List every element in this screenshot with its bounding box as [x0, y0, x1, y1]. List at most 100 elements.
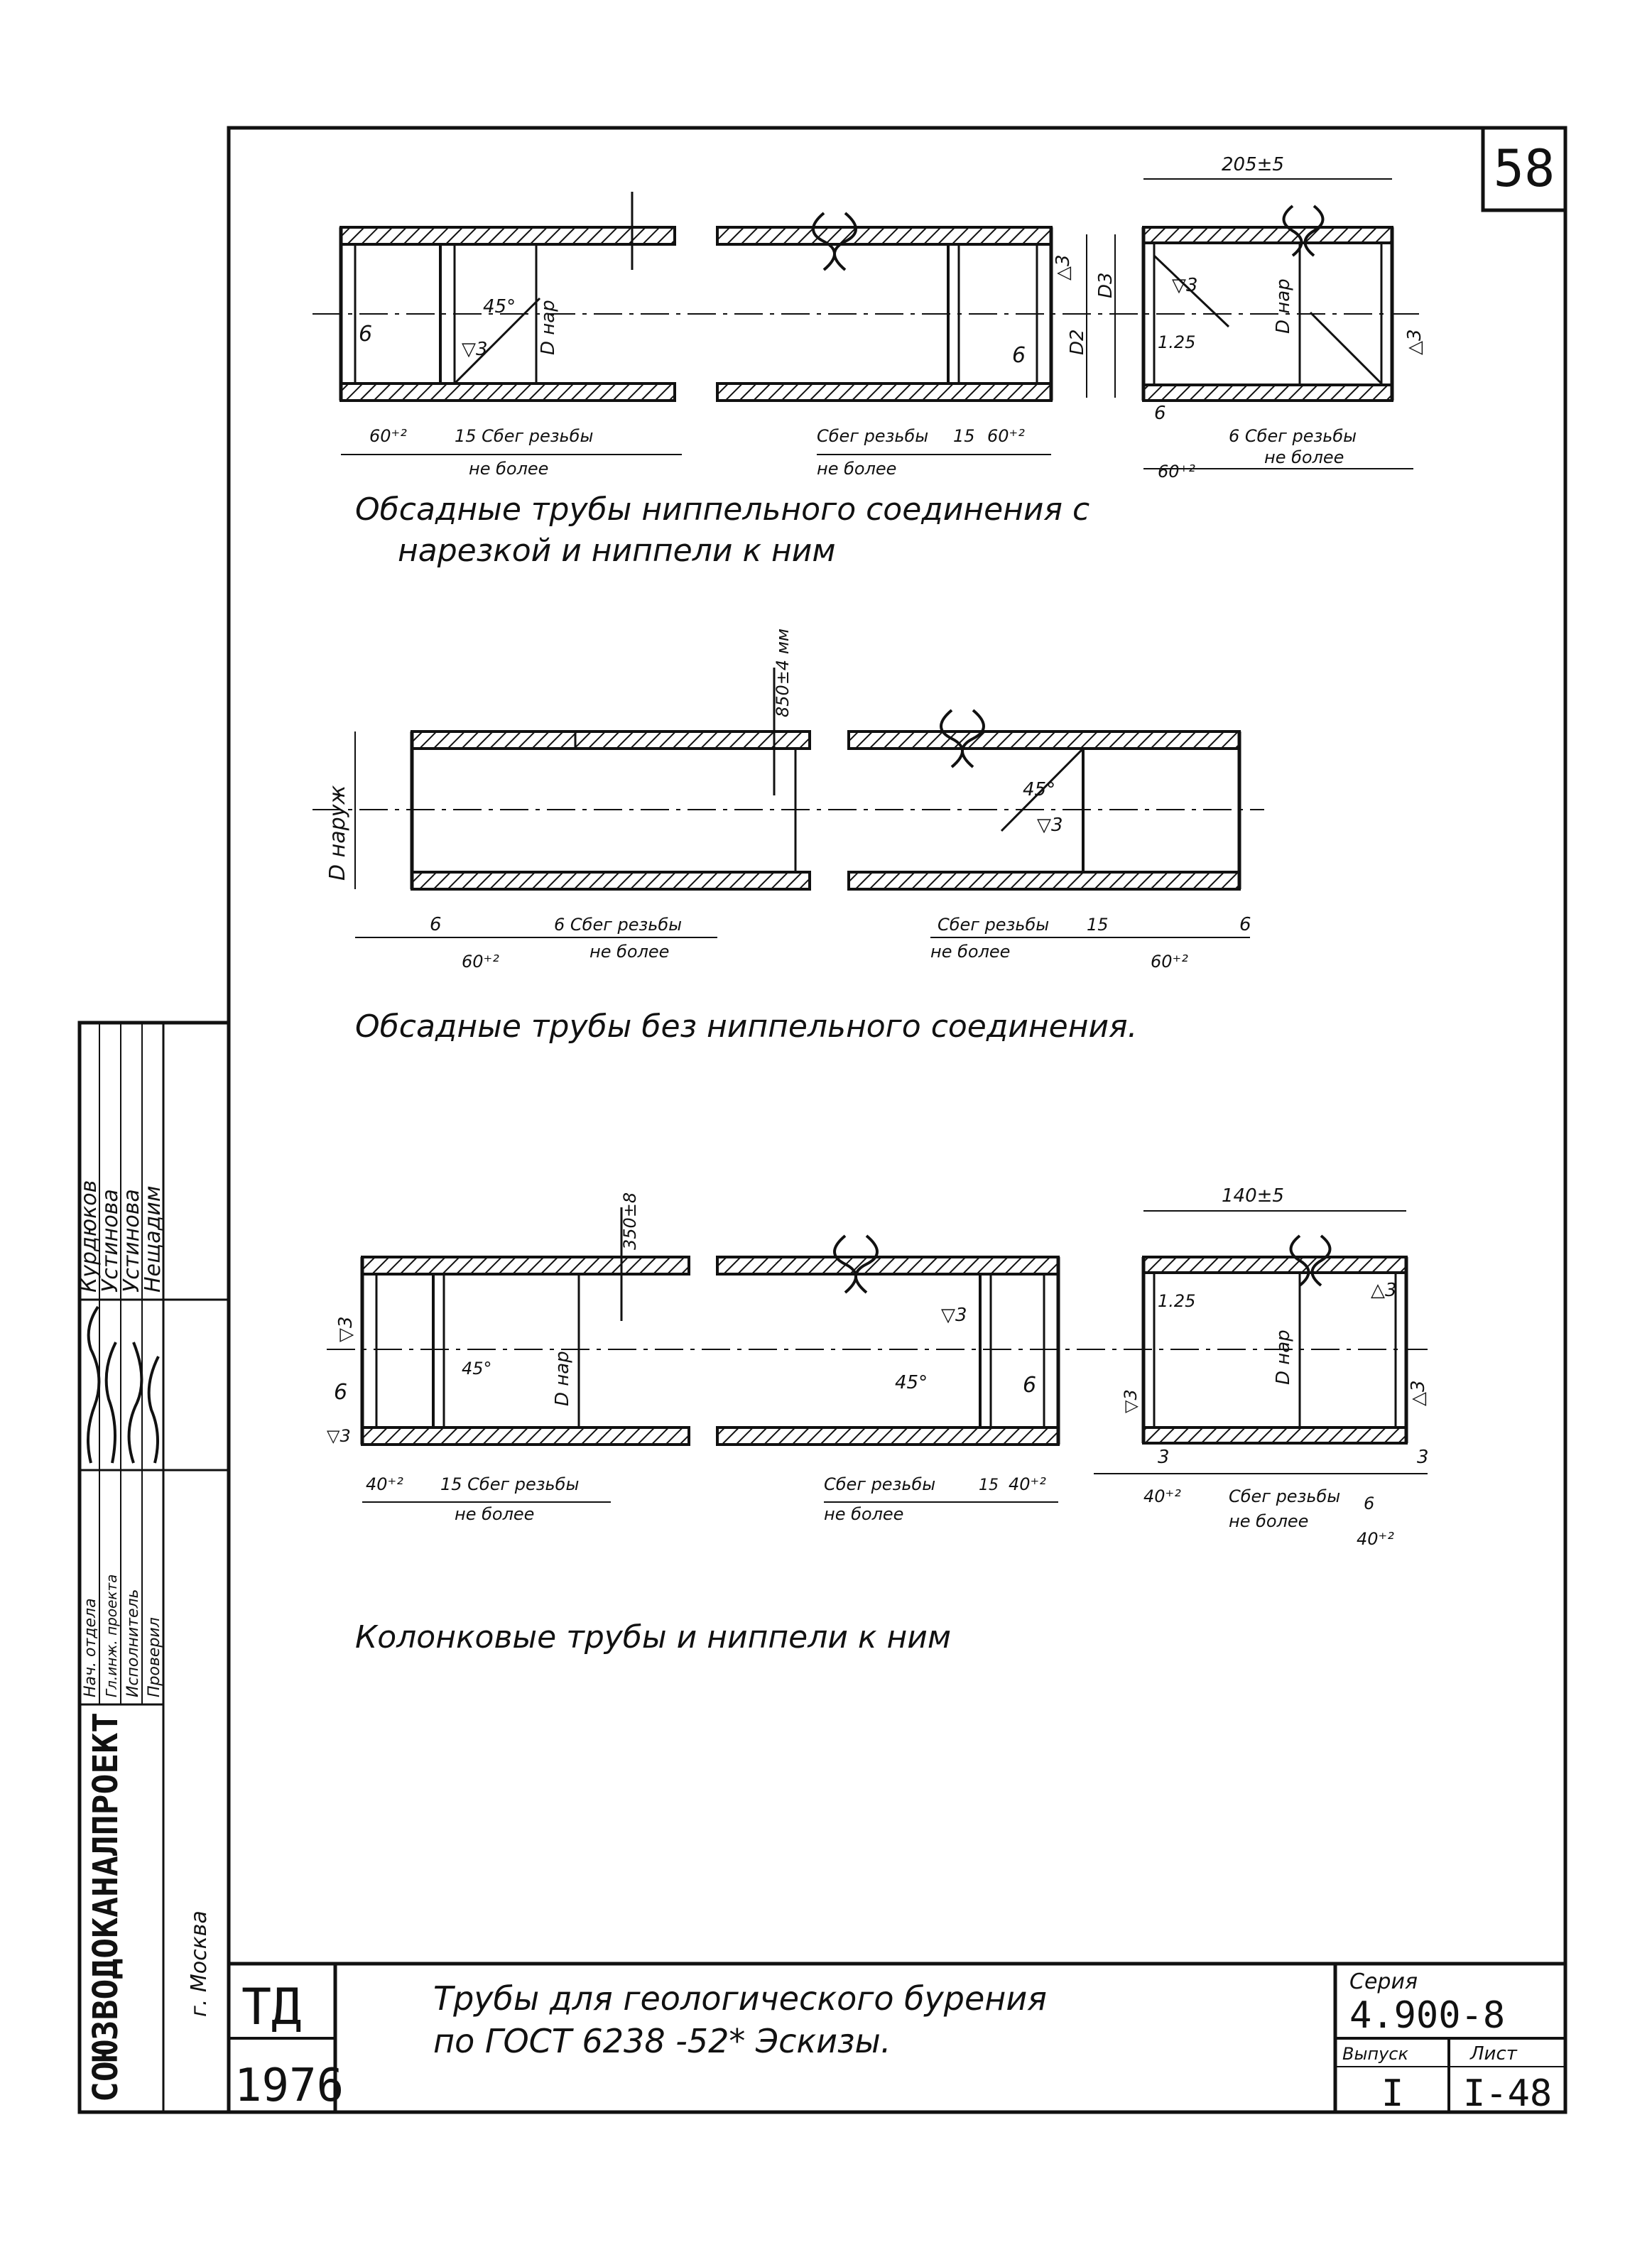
- signature-4: [147, 1356, 160, 1464]
- dim-6-runout: 6 Сбег резьбы: [1229, 426, 1357, 446]
- pipe-4: [847, 709, 1241, 891]
- dim-205: 205±5: [1222, 154, 1284, 175]
- pipe-1: [339, 192, 676, 402]
- role-3: Исполнитель: [124, 1589, 142, 1697]
- ne-bolee-8: не более: [1229, 1511, 1308, 1531]
- title-line-1: Трубы для геологического бурения: [433, 1979, 1047, 2018]
- d-nar-2: D нар: [1273, 278, 1294, 334]
- dim-40c: 40⁺²: [1143, 1486, 1181, 1506]
- dim-3a: 3: [1158, 1447, 1170, 1468]
- dim-350: 350±8: [620, 1192, 640, 1250]
- role-2: Гл.инж. проекта: [103, 1575, 120, 1697]
- dim-15-runout: 15 Сбег резьбы: [455, 426, 593, 446]
- role-1: Нач. отдела: [82, 1598, 99, 1697]
- dim-6h: 6: [1364, 1494, 1374, 1513]
- dim-15c: 15: [979, 1476, 999, 1494]
- title-line-2: по ГОСТ 6238 -52* Эскизы.: [433, 2022, 891, 2060]
- dim-40a: 40⁺²: [366, 1474, 403, 1494]
- ne-bolee-3: не более: [1264, 447, 1344, 467]
- org-name: СОЮЗВОДОКАНАЛПРОЕКТ: [86, 1712, 126, 2102]
- angle-45d: 45°: [895, 1372, 928, 1393]
- runout-2: Сбег резьбы: [938, 915, 1049, 935]
- dim-850: 850±4 мм: [773, 629, 793, 717]
- page-number-box: [1481, 126, 1567, 212]
- d2: D2: [1067, 329, 1088, 355]
- name-3: Устинова: [119, 1189, 144, 1293]
- rough-3: ▽3: [462, 339, 488, 360]
- ne-bolee-6: не более: [455, 1504, 534, 1524]
- ne-bolee-1: не более: [469, 459, 548, 479]
- d-nar-4: D нар: [1273, 1329, 1294, 1385]
- tri-3-right: △3: [1404, 329, 1425, 355]
- d-nar-1: D нар: [538, 300, 559, 355]
- caption-fig3: Колонковые трубы и ниппели к ним: [355, 1619, 951, 1655]
- d3: D3: [1095, 272, 1116, 298]
- dim-40d: 40⁺²: [1357, 1529, 1394, 1549]
- name-1: Курдюков: [77, 1180, 102, 1293]
- role-4: Проверил: [146, 1617, 163, 1697]
- runout-15: 15 Сбег резьбы: [440, 1474, 579, 1494]
- dim-60: 60⁺²: [369, 426, 407, 446]
- dim-60b: 60⁺²: [987, 426, 1025, 446]
- list-label: Лист: [1469, 2043, 1518, 2065]
- d-naruzh: D наруж: [325, 785, 350, 881]
- dim-125b: 1.25: [1158, 1291, 1195, 1311]
- signature-2: [104, 1342, 117, 1464]
- dim-15: 15: [953, 426, 975, 446]
- ne-bolee-5: не более: [930, 942, 1010, 962]
- caption-fig2: Обсадные трубы без ниппельного соединени…: [355, 1008, 1138, 1045]
- angle-45: 45°: [483, 296, 516, 317]
- dim-6e: 6: [1239, 914, 1251, 935]
- seria-value: 4.900-8: [1349, 1994, 1505, 2037]
- dim-6g: 6: [1023, 1373, 1036, 1398]
- figure-casing-plain: D наруж 850±4 мм 6 6 Сбег резьбы не боле…: [313, 629, 1264, 972]
- dim-125: 1.25: [1158, 332, 1195, 352]
- year: 1976: [234, 2060, 344, 2112]
- rough-3c: ▽3: [335, 1316, 357, 1342]
- rough-3b: ▽3: [1037, 815, 1063, 836]
- caption-fig1-line1: Обсадные трубы ниппельного соединения с: [355, 491, 1089, 528]
- name-2: Устинова: [98, 1189, 123, 1293]
- caption-fig1-line2: нарезкой и ниппели к ним: [398, 533, 836, 569]
- seria-label: Серия: [1349, 1969, 1418, 1994]
- dim-6f: 6: [334, 1380, 347, 1405]
- ne-bolee-4: не более: [589, 942, 669, 962]
- rough-3e: ▽3: [941, 1305, 967, 1326]
- d-nar-3: D нар: [552, 1351, 573, 1406]
- dim-6a: 6: [359, 322, 372, 347]
- dim-3b: 3: [1417, 1447, 1429, 1468]
- left-stamp: СОЮЗВОДОКАНАЛПРОЕКТ г. Москва Нач. отдел…: [77, 1021, 231, 2114]
- pipe-5: [360, 1207, 690, 1446]
- signature-3: [127, 1342, 143, 1464]
- figure-casing-nipple: 60⁺² 15 Сбег резьбы не более Сбег резьбы…: [313, 154, 1425, 482]
- org-city: г. Москва: [187, 1910, 212, 2017]
- dim-6d: 6: [430, 914, 442, 935]
- dim-60e: 60⁺²: [1151, 952, 1188, 972]
- figure-core-pipes: 140±5 350±8 40⁺² 15 Сбег резьбы не более…: [327, 1185, 1429, 1549]
- angle-45c: 45°: [462, 1359, 492, 1378]
- runout-4: Сбег резьбы: [1229, 1486, 1340, 1506]
- rough-3f: ▽3: [1121, 1389, 1141, 1413]
- dim-6b: 6: [1012, 343, 1026, 368]
- tri-3c: △3: [1408, 1380, 1429, 1406]
- dim-140: 140±5: [1222, 1185, 1284, 1207]
- vypusk-label: Выпуск: [1342, 2044, 1409, 2064]
- vypusk-value: I: [1381, 2072, 1403, 2115]
- runout-3: Сбег резьбы: [824, 1474, 935, 1494]
- tri-3: △3: [1053, 254, 1074, 281]
- dim-60d: 60⁺²: [462, 952, 499, 972]
- td-mark: ТД: [241, 1978, 301, 2036]
- pipe-2: [716, 212, 1053, 402]
- ne-bolee-2: не более: [817, 459, 896, 479]
- pipe-3: [410, 668, 811, 891]
- dim-6c: 6: [1154, 403, 1166, 424]
- pipe-6: [716, 1234, 1060, 1446]
- angle-45b: 45°: [1023, 779, 1055, 800]
- ne-bolee-7: не более: [824, 1504, 903, 1524]
- nipple-1: [1141, 205, 1394, 402]
- dim-15b: 15: [1087, 915, 1109, 935]
- tri-3b: △3: [1371, 1280, 1397, 1301]
- rough-3d: ▽3: [327, 1426, 351, 1446]
- list-value: I-48: [1463, 2072, 1552, 2115]
